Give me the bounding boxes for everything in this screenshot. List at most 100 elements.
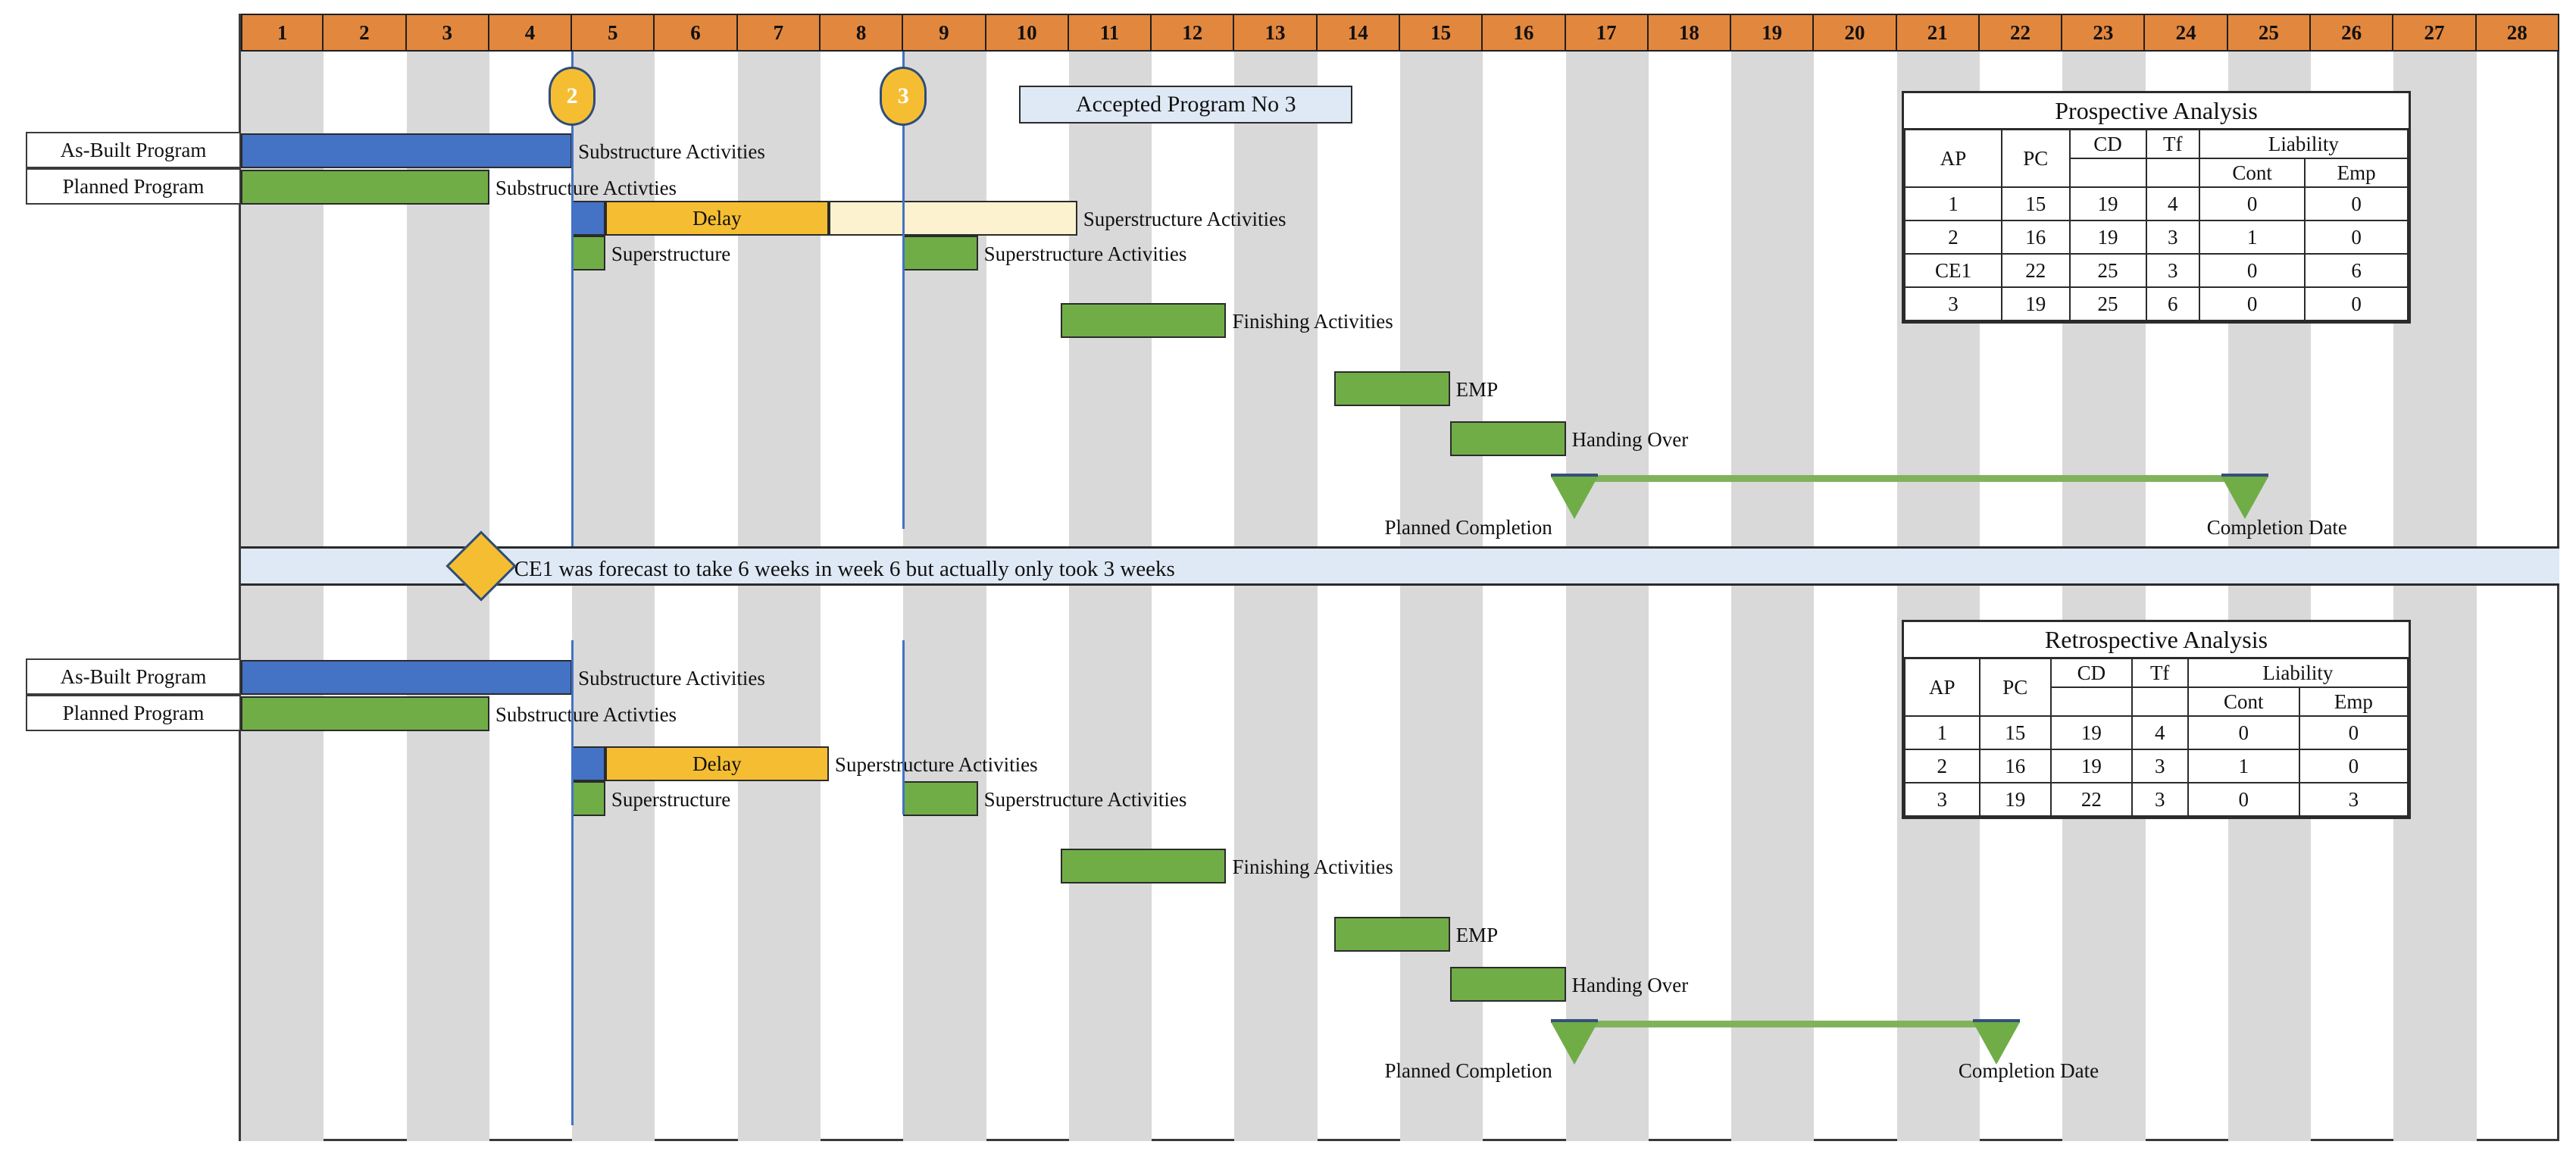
completion-marker-planned-upper xyxy=(1550,477,1598,519)
completion-label-planned-upper: Planned Completion xyxy=(1384,516,1552,539)
completion-label-actual-upper: Completion Date xyxy=(2206,516,2347,539)
ce1-banner-text: CE1 was forecast to take 6 weeks in week… xyxy=(514,557,1175,581)
th-liability-prospective: Liability xyxy=(2198,128,2409,159)
cell-tf-retrospective-2: 3 xyxy=(2131,782,2189,817)
th-tf-sub-retrospective xyxy=(2131,686,2189,717)
bar-label-superstructure-planned-b-lower: Superstructure Activities xyxy=(983,788,1187,811)
row-label-as-built-lower: As-Built Program xyxy=(26,658,241,695)
bar-superstructure-delay-lower: Delay xyxy=(605,746,829,781)
week-header-cell-23: 23 xyxy=(2062,14,2146,52)
bar-superstructure-forecast-upper xyxy=(828,201,1077,236)
cell-pc-prospective-0: 15 xyxy=(2000,186,2071,221)
bar-label-superstructure-forecast-upper: Superstructure Activities xyxy=(1083,208,1286,230)
bar-finishing-upper xyxy=(1060,303,1227,338)
week-header-cell-24: 24 xyxy=(2145,14,2228,52)
cell-emp-prospective-0: 0 xyxy=(2304,186,2409,221)
cell-cd-retrospective-0: 19 xyxy=(2050,715,2133,750)
cell-cont-retrospective-2: 0 xyxy=(2187,782,2300,817)
cell-pc-prospective-1: 16 xyxy=(2000,220,2071,255)
bar-label-substructure-as-built-upper: Substructure Activities xyxy=(578,140,765,163)
week-header-cell-14: 14 xyxy=(1317,14,1400,52)
cell-cont-retrospective-1: 1 xyxy=(2187,749,2300,783)
bar-substructure-as-built-upper xyxy=(241,133,573,168)
bar-label-superstructure-planned-a-upper: Superstructure xyxy=(611,242,731,265)
week-header-cell-19: 19 xyxy=(1731,14,1815,52)
cell-tf-prospective-3: 6 xyxy=(2145,286,2200,321)
cell-emp-prospective-2: 6 xyxy=(2304,253,2409,288)
week-header-cell-6: 6 xyxy=(655,14,738,52)
week-header-cell-26: 26 xyxy=(2311,14,2394,52)
cell-cont-retrospective-0: 0 xyxy=(2187,715,2300,750)
week-header-cell-11: 11 xyxy=(1068,14,1152,52)
cell-cd-prospective-3: 25 xyxy=(2068,286,2147,321)
bar-label-emp-lower: EMP xyxy=(1455,924,1499,946)
week-header-cell-2: 2 xyxy=(324,14,407,52)
completion-marker-cap-planned-lower xyxy=(1550,1019,1598,1023)
week-header-cell-16: 16 xyxy=(1483,14,1566,52)
bar-superstructure-planned-a-upper xyxy=(572,236,605,271)
bar-text-superstructure-delay: Delay xyxy=(692,206,742,230)
accepted-program-callout: Accepted Program No 3 xyxy=(1019,86,1353,124)
cell-tf-retrospective-0: 4 xyxy=(2131,715,2189,750)
th-tf-prospective: Tf xyxy=(2145,128,2200,159)
completion-marker-actual-upper xyxy=(2221,477,2268,519)
week-header-cell-8: 8 xyxy=(820,14,904,52)
completion-connector-lower xyxy=(1578,1021,1996,1027)
th-emp-prospective: Emp xyxy=(2304,158,2409,188)
th-cont-retrospective: Cont xyxy=(2187,686,2300,717)
week-header-cell-22: 22 xyxy=(1979,14,2063,52)
cell-tf-prospective-1: 3 xyxy=(2145,220,2200,255)
th-cd-sub-prospective xyxy=(2068,158,2147,188)
th-ap-prospective: AP xyxy=(1904,128,2002,188)
week-stripe-15 xyxy=(1400,52,1483,1141)
cell-pc-prospective-2: 22 xyxy=(2000,253,2071,288)
week-header-cell-20: 20 xyxy=(1814,14,1897,52)
cell-cd-retrospective-1: 19 xyxy=(2050,749,2133,783)
week-header-cell-9: 9 xyxy=(903,14,986,52)
bar-label-substructure-as-built-lower: Substructure Activities xyxy=(578,667,765,690)
week-header-cell-25: 25 xyxy=(2227,14,2312,52)
th-cd-sub-retrospective xyxy=(2050,686,2133,717)
cell-cont-prospective-2: 0 xyxy=(2198,253,2306,288)
th-tf-retrospective: Tf xyxy=(2131,657,2189,688)
milestone-flag-3[interactable]: 3 xyxy=(880,67,927,126)
week-header-cell-21: 21 xyxy=(1896,14,1980,52)
cell-ap-retrospective-2: 3 xyxy=(1904,782,1980,817)
week-header-cell-5: 5 xyxy=(572,14,655,52)
th-tf-sub-prospective xyxy=(2145,158,2200,188)
bar-label-superstructure-delay-lower: Superstructure Activities xyxy=(834,753,1038,776)
week-stripe-13 xyxy=(1234,52,1318,1141)
cell-cd-retrospective-2: 22 xyxy=(2050,782,2133,817)
bar-substructure-planned-lower xyxy=(241,696,489,731)
bar-label-superstructure-planned-a-lower: Superstructure xyxy=(611,788,731,811)
bar-superstructure-as-built-start-upper xyxy=(572,201,605,236)
cell-ap-prospective-2: CE1 xyxy=(1904,253,2002,288)
week-header-cell-10: 10 xyxy=(986,14,1069,52)
table-title-retrospective: Retrospective Analysis xyxy=(1905,622,2408,659)
th-cont-prospective: Cont xyxy=(2198,158,2306,188)
week-header-cell-4: 4 xyxy=(489,14,573,52)
milestone-flag-2[interactable]: 2 xyxy=(549,67,596,126)
week-header-cell-1: 1 xyxy=(241,14,324,52)
cell-cd-prospective-0: 19 xyxy=(2068,186,2147,221)
bar-label-substructure-planned-lower: Substructure Activties xyxy=(495,703,677,726)
cell-emp-prospective-3: 0 xyxy=(2304,286,2409,321)
week-header-cell-27: 27 xyxy=(2393,14,2477,52)
cell-tf-prospective-2: 3 xyxy=(2145,253,2200,288)
week-header-cell-7: 7 xyxy=(737,14,821,52)
week-stripe-11 xyxy=(1068,52,1152,1141)
week-header-cell-17: 17 xyxy=(1565,14,1649,52)
bar-label-superstructure-planned-b-upper: Superstructure Activities xyxy=(983,242,1187,265)
cell-cont-prospective-3: 0 xyxy=(2198,286,2306,321)
cell-emp-prospective-1: 0 xyxy=(2304,220,2409,255)
table-title-prospective: Prospective Analysis xyxy=(1905,93,2408,130)
th-cd-retrospective: CD xyxy=(2050,657,2133,688)
milestone-line-3-lower xyxy=(902,640,905,815)
